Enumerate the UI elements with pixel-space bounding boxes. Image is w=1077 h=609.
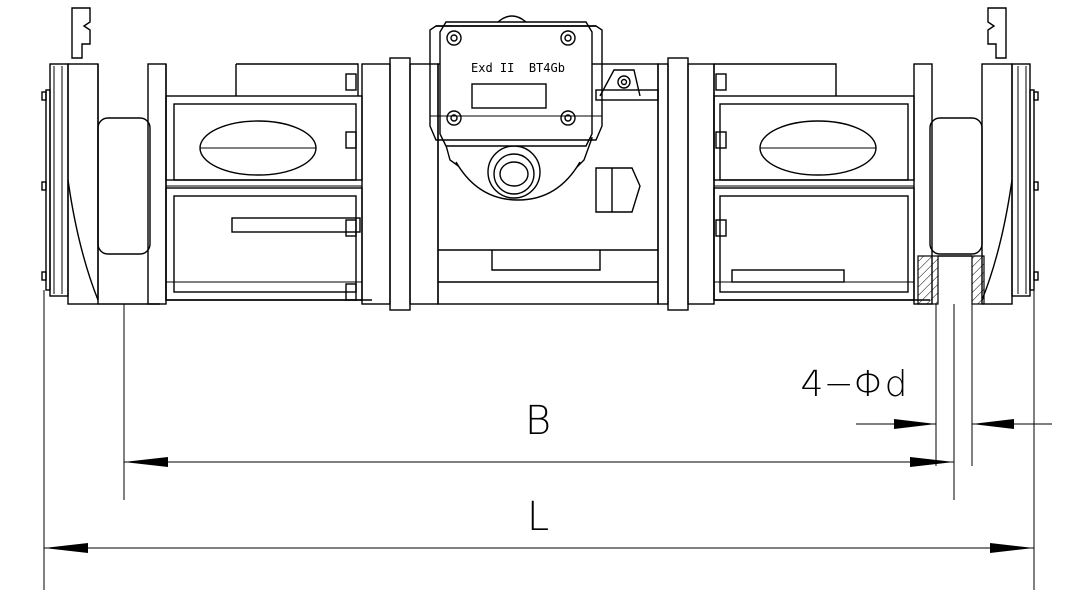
left-center-flange	[361, 57, 439, 311]
left-flange	[41, 7, 167, 305]
transmitter-head: Exd II BT4Gb	[429, 15, 603, 201]
right-body	[713, 63, 930, 301]
left-body	[165, 63, 372, 301]
dimension-label-bolt-holes: 4−Φd	[801, 364, 908, 405]
right-flange	[913, 7, 1039, 305]
dimension-label-l: L	[527, 494, 549, 540]
dimension-lines	[43, 290, 1052, 590]
dimension-label-b: B	[525, 398, 551, 444]
right-center-flange	[657, 57, 715, 311]
nameplate-label: Exd II BT4Gb	[471, 61, 565, 75]
